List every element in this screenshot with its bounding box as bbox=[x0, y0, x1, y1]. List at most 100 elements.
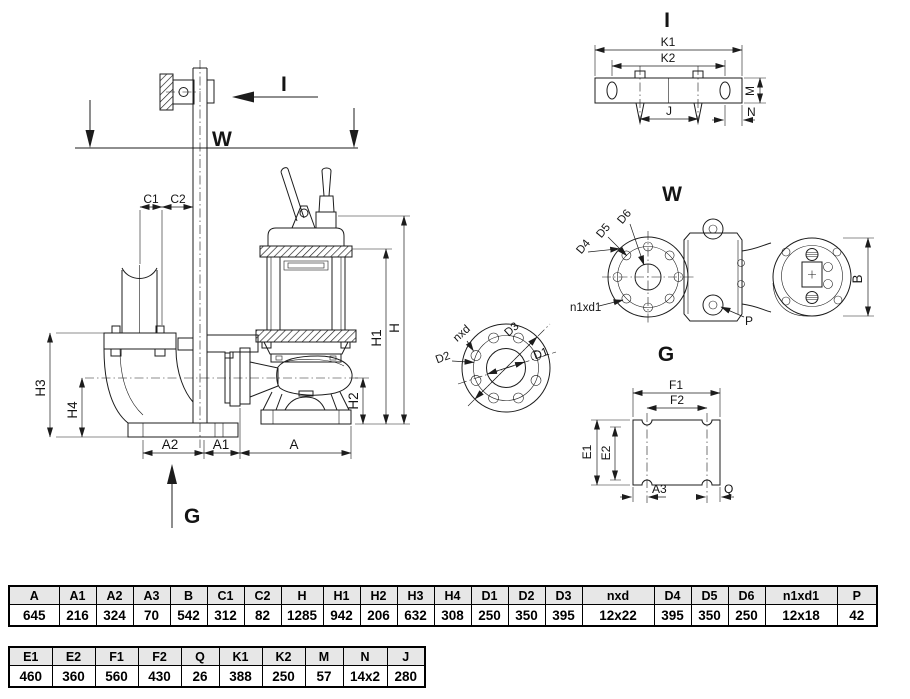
dim-label-a: A bbox=[289, 437, 298, 452]
table-value-cell: 82 bbox=[243, 604, 282, 627]
dim-label-d4: D4 bbox=[574, 237, 593, 256]
dim-label-a1: A1 bbox=[213, 437, 230, 452]
pump-unit bbox=[224, 167, 357, 425]
dim-label-b: B bbox=[850, 274, 865, 283]
dim-label-h4: H4 bbox=[65, 401, 80, 419]
table-value-cell: 430 bbox=[137, 665, 182, 688]
dim-label-h2: H2 bbox=[346, 392, 361, 409]
view-w-title: W bbox=[662, 183, 682, 206]
table-header-cell: H4 bbox=[433, 585, 472, 605]
dim-label-f2: F2 bbox=[670, 393, 684, 407]
table-value-cell: 350 bbox=[690, 604, 729, 627]
table-header-cell: D3 bbox=[544, 585, 583, 605]
dim-label-e1: E1 bbox=[580, 444, 594, 459]
table-header-cell: F2 bbox=[137, 646, 182, 666]
table-value-cell: 250 bbox=[727, 604, 766, 627]
table-header-cell: D6 bbox=[727, 585, 766, 605]
dim-label-e2: E2 bbox=[599, 445, 613, 460]
table-value-cell: 645 bbox=[8, 604, 60, 627]
table-header-cell: C1 bbox=[206, 585, 245, 605]
dim-label-d1: D1 bbox=[532, 346, 550, 362]
table-header-cell: A2 bbox=[95, 585, 134, 605]
view-arrow-label-g: G bbox=[184, 505, 200, 528]
technical-drawing: I W C1 C2 bbox=[33, 9, 874, 528]
table-header-cell: H bbox=[280, 585, 324, 605]
table-value-cell: 324 bbox=[95, 604, 134, 627]
table-value-cell: 360 bbox=[51, 665, 96, 688]
dim-label-f1: F1 bbox=[669, 378, 683, 392]
dim-label-m: M bbox=[743, 86, 757, 96]
table-value-cell: 395 bbox=[653, 604, 692, 627]
dim-label-d6: D6 bbox=[615, 208, 634, 227]
table-value-cell: 57 bbox=[304, 665, 344, 688]
dim-label-d3: D3 bbox=[503, 320, 522, 339]
dim-label-h3: H3 bbox=[33, 379, 48, 396]
table-header-cell: D2 bbox=[507, 585, 546, 605]
dim-label-c1: C1 bbox=[143, 192, 159, 206]
table-header-cell: A3 bbox=[132, 585, 171, 605]
table-value-cell: 12x18 bbox=[764, 604, 838, 627]
table-header-cell: N bbox=[342, 646, 388, 666]
main-view: I W C1 C2 bbox=[33, 60, 410, 528]
table-value-cell: 12x22 bbox=[581, 604, 655, 627]
section-line-w: W bbox=[75, 100, 359, 151]
table-header-cell: nxd bbox=[581, 585, 655, 605]
table-value-cell: 388 bbox=[218, 665, 263, 688]
table-header-cell: C2 bbox=[243, 585, 282, 605]
dim-label-nxd: nxd bbox=[451, 323, 473, 344]
dim-label-j: J bbox=[666, 104, 672, 118]
table-header-cell: F1 bbox=[94, 646, 139, 666]
dim-label-h: H bbox=[387, 323, 402, 333]
table-header-cell: K2 bbox=[261, 646, 306, 666]
table-value-cell: 1285 bbox=[280, 604, 324, 627]
view-i-title: I bbox=[664, 9, 670, 32]
table-value-cell: 14x2 bbox=[342, 665, 388, 688]
view-g: G F1 F2 E1 E2 A3 Q bbox=[580, 343, 734, 503]
table-value-cell: 250 bbox=[261, 665, 306, 688]
table-header-cell: D1 bbox=[470, 585, 509, 605]
table-value-cell: 312 bbox=[206, 604, 245, 627]
table-value-cell: 308 bbox=[433, 604, 472, 627]
table-header-cell: n1xd1 bbox=[764, 585, 838, 605]
section-label-w: W bbox=[212, 128, 232, 151]
table-header-cell: E1 bbox=[8, 646, 53, 666]
dim-label-d2: D2 bbox=[434, 350, 452, 366]
table-header-cell: K1 bbox=[218, 646, 263, 666]
table-value-cell: 206 bbox=[359, 604, 398, 627]
table-value-cell: 460 bbox=[8, 665, 53, 688]
section-arrow-i: I bbox=[232, 73, 318, 103]
dim-label-c2: C2 bbox=[170, 192, 186, 206]
table-value-cell: 70 bbox=[132, 604, 171, 627]
table-value-cell: 632 bbox=[396, 604, 435, 627]
table-value-cell: 250 bbox=[470, 604, 509, 627]
dim-label-a3: A3 bbox=[652, 482, 667, 496]
table-value-cell: 216 bbox=[58, 604, 97, 627]
table-header-cell: D5 bbox=[690, 585, 729, 605]
dim-label-d5: D5 bbox=[594, 222, 613, 241]
discharge-elbow bbox=[103, 265, 259, 424]
dim-label-p: P bbox=[745, 314, 753, 328]
dim-label-a2: A2 bbox=[162, 437, 179, 452]
table-header-cell: H3 bbox=[396, 585, 435, 605]
table-header-cell: J bbox=[386, 646, 426, 666]
dim-label-n1xd1: n1xd1 bbox=[570, 302, 601, 314]
table-value-cell: 395 bbox=[544, 604, 583, 627]
dims-bottom: A2 A1 A bbox=[142, 408, 352, 459]
guide-bracket bbox=[159, 73, 215, 111]
flange-detail: nxd D3 D2 D1 bbox=[434, 320, 557, 413]
table-value-cell: 280 bbox=[386, 665, 426, 688]
view-arrow-g: G bbox=[167, 464, 200, 528]
dim-label-h1: H1 bbox=[369, 329, 384, 346]
view-i: I K1 K2 J M N bbox=[594, 9, 766, 127]
view-w: W D6 D5 D4 n1xd1 bbox=[570, 183, 874, 328]
guide-pipe bbox=[127, 60, 239, 448]
table-header-cell: H1 bbox=[322, 585, 361, 605]
table-value-cell: 42 bbox=[836, 604, 878, 627]
table-value-cell: 542 bbox=[169, 604, 208, 627]
table-header-cell: D4 bbox=[653, 585, 692, 605]
table-header-cell: Q bbox=[180, 646, 220, 666]
table-header-cell: E2 bbox=[51, 646, 96, 666]
table-header-cell: B bbox=[169, 585, 208, 605]
